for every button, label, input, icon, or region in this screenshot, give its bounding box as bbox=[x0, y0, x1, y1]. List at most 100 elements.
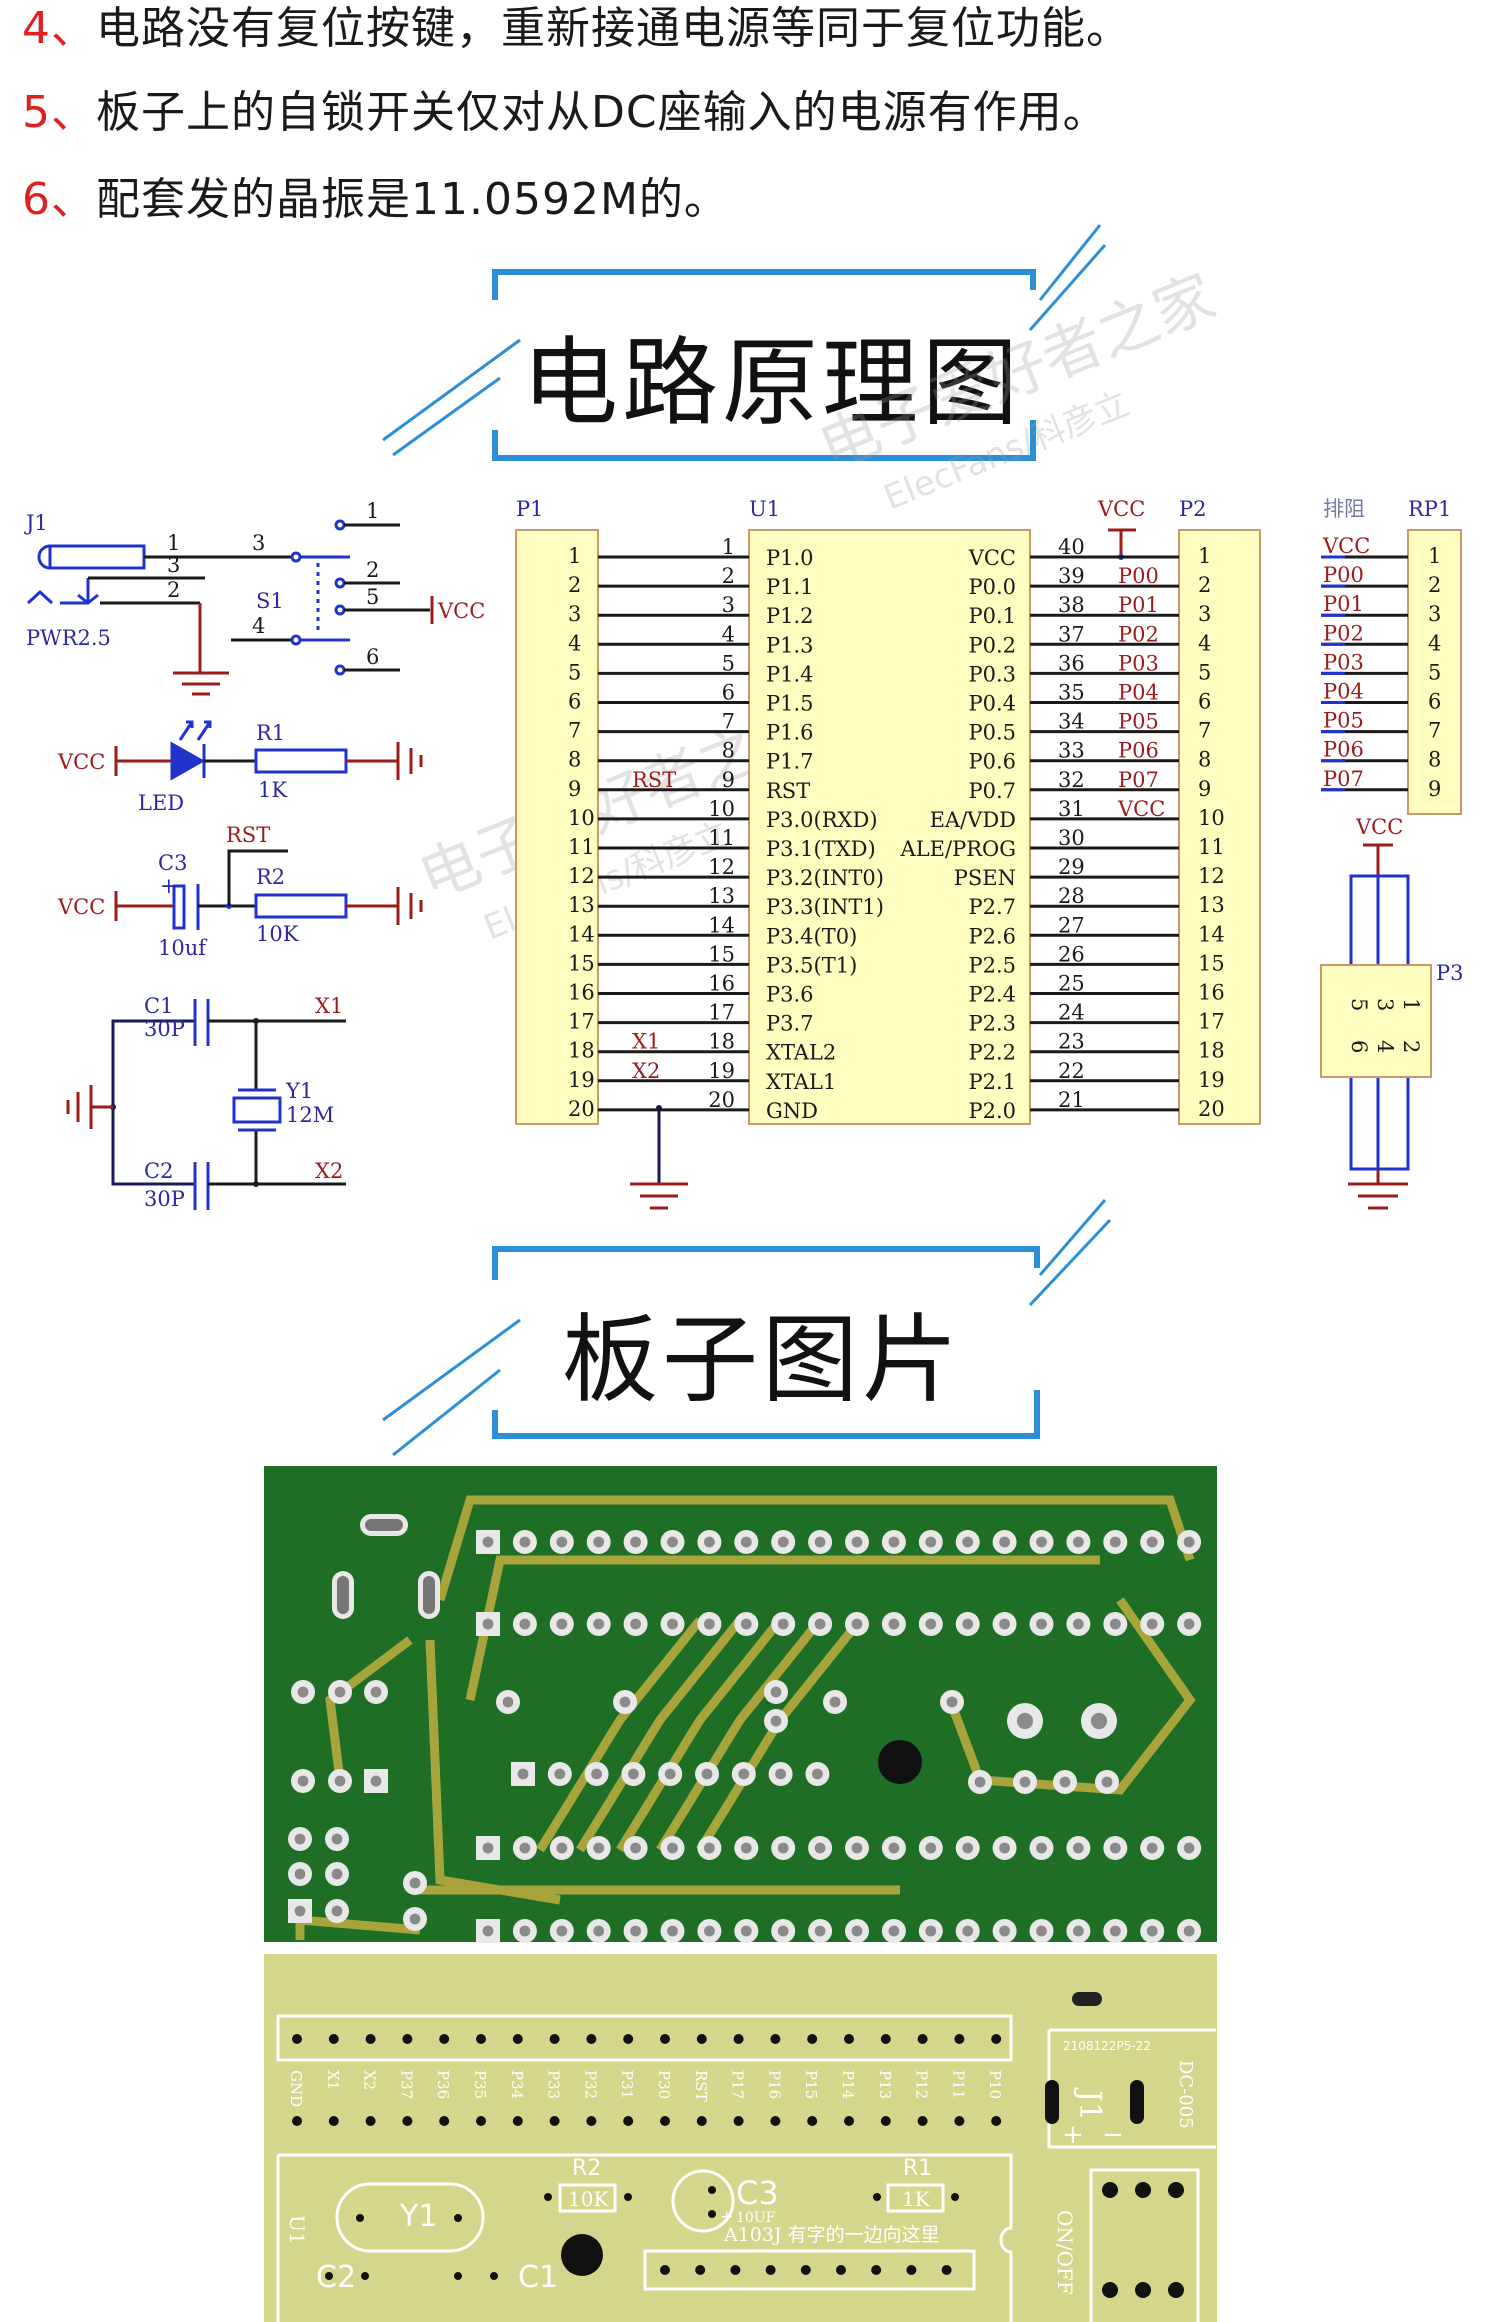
header-pin-label: P11 bbox=[949, 2070, 967, 2099]
u1-pin-name: RST bbox=[766, 779, 810, 803]
net-label: P02 bbox=[1323, 621, 1364, 645]
pad bbox=[402, 2034, 413, 2044]
p2-pin-number: 18 bbox=[1198, 1039, 1225, 1063]
schematic-title-frame bbox=[382, 224, 1107, 461]
pad bbox=[800, 2265, 811, 2275]
note-number: 4、 bbox=[22, 3, 96, 54]
p2-pin-number: 15 bbox=[1198, 951, 1225, 975]
p2-pin-number: 1 bbox=[1198, 544, 1211, 568]
u1-outline bbox=[276, 2153, 1013, 2322]
u1-pin-name: PSEN bbox=[954, 866, 1016, 890]
minus-silk: − bbox=[1102, 2120, 1124, 2150]
pad bbox=[623, 2116, 634, 2126]
u1-pin-number: 30 bbox=[1058, 826, 1085, 850]
net-label: P00 bbox=[1323, 563, 1364, 587]
u1-pin-number: 19 bbox=[708, 1059, 735, 1083]
x1-label: X1 bbox=[315, 994, 343, 1018]
mcu-schematic: P1 U1 P2 VCC 排阻 RP1 VCC P3 5 3 1 6 4 2 1… bbox=[515, 497, 1464, 1210]
pad bbox=[292, 2116, 302, 2126]
r2-value: 10K bbox=[256, 922, 299, 946]
u1-pin-number: 22 bbox=[1058, 1059, 1085, 1083]
p1-pin-number: 1 bbox=[568, 544, 581, 568]
header-pin-label: P12 bbox=[913, 2070, 931, 2099]
u1-pin-number: 18 bbox=[708, 1030, 735, 1054]
pad bbox=[951, 2193, 959, 2201]
p1-pin-number: 20 bbox=[568, 1097, 595, 1121]
jack-body bbox=[48, 544, 146, 570]
p1-pin-number: 11 bbox=[568, 835, 595, 859]
u1-pin-name: P0.1 bbox=[968, 604, 1016, 628]
pad bbox=[365, 2116, 376, 2126]
net-label: P03 bbox=[1118, 651, 1159, 675]
u1-pin-number: 7 bbox=[722, 710, 735, 734]
pad bbox=[660, 2034, 670, 2044]
header-pin-label: X2 bbox=[361, 2070, 379, 2090]
pad bbox=[807, 2116, 818, 2126]
c3-outline bbox=[671, 2169, 735, 2233]
r1-value: 1K bbox=[258, 778, 287, 802]
p3-header bbox=[1320, 964, 1432, 1078]
p1-pin-number: 17 bbox=[568, 1010, 595, 1034]
header-pin-label: P10 bbox=[986, 2070, 1004, 2099]
ground-icon bbox=[173, 671, 229, 696]
r1-label: R1 bbox=[256, 721, 285, 745]
p1-pin-number: 16 bbox=[568, 981, 595, 1005]
p2-header bbox=[1178, 529, 1261, 1125]
c2-value: 30P bbox=[144, 1187, 185, 1211]
pcb-pads bbox=[288, 1514, 1202, 1943]
pad bbox=[917, 2034, 928, 2044]
mounting-hole bbox=[878, 1740, 922, 1784]
pad bbox=[917, 2116, 928, 2126]
u1-label: U1 bbox=[749, 497, 780, 521]
rp1-pin-number: 7 bbox=[1428, 719, 1441, 743]
j1-silk: J1 bbox=[1072, 2087, 1107, 2121]
vcc-label: VCC bbox=[57, 750, 105, 774]
u1-pin-name: P1.2 bbox=[766, 604, 814, 628]
r2-outline bbox=[558, 2183, 617, 2213]
p2-pin-number: 9 bbox=[1198, 777, 1211, 801]
rp1-pin-number: 4 bbox=[1428, 631, 1441, 655]
header-pin-label: P15 bbox=[802, 2070, 820, 2099]
u1-pin-number: 8 bbox=[722, 739, 735, 763]
note-4: 4、电路没有复位按键，重新接通电源等同于复位功能。 bbox=[22, 0, 1131, 56]
u1-pin-number: 10 bbox=[708, 797, 735, 821]
note-text: 电路没有复位按键，重新接通电源等同于复位功能。 bbox=[96, 3, 1131, 54]
power-jack-circuit: J1 PWR2.5 1 3 2 3 4 S1 VCC 1 2 5 6 bbox=[24, 499, 485, 696]
p2-pin-number: 10 bbox=[1198, 806, 1225, 830]
u1-pin-number: 37 bbox=[1058, 622, 1085, 646]
u1-pin-number: 13 bbox=[708, 884, 735, 908]
u1-pin-number: 28 bbox=[1058, 884, 1085, 908]
u1-pin-number: 6 bbox=[722, 681, 735, 705]
header-pin-label: P36 bbox=[434, 2070, 452, 2099]
pad bbox=[954, 2034, 965, 2044]
u1-pin-number: 31 bbox=[1058, 797, 1085, 821]
pad bbox=[328, 2034, 339, 2044]
rp1-pin-number: 3 bbox=[1428, 602, 1441, 626]
pad bbox=[439, 2116, 450, 2126]
plus-silk: + bbox=[1062, 2120, 1084, 2150]
p1-pin-number: 12 bbox=[568, 864, 595, 888]
c3-label: C3 bbox=[158, 851, 187, 875]
u1-pin-name: P0.2 bbox=[968, 633, 1016, 657]
p1-pin-number: 19 bbox=[568, 1068, 595, 1092]
pad bbox=[365, 2034, 376, 2044]
pad bbox=[708, 2186, 716, 2194]
pad bbox=[623, 2034, 634, 2044]
reset-circuit: VCC + RST C3 10uf R2 10K bbox=[57, 823, 423, 960]
header-pin-label: P14 bbox=[839, 2070, 857, 2099]
header-pin-label: P30 bbox=[655, 2070, 673, 2099]
pad bbox=[402, 2116, 413, 2126]
pad bbox=[660, 2265, 670, 2275]
pad bbox=[660, 2116, 670, 2126]
p1-header bbox=[515, 529, 599, 1125]
ground-icon bbox=[396, 887, 423, 925]
p1-pin-number: 2 bbox=[568, 573, 581, 597]
net-label: P04 bbox=[1323, 680, 1364, 704]
pad bbox=[549, 2034, 560, 2044]
led-circuit: VCC R1 1K LED bbox=[57, 720, 423, 815]
dc-code: 2108122P5-22 bbox=[1063, 2039, 1151, 2053]
c3-value: 10uf bbox=[158, 936, 208, 960]
u1-silk: U1 bbox=[285, 2215, 309, 2245]
